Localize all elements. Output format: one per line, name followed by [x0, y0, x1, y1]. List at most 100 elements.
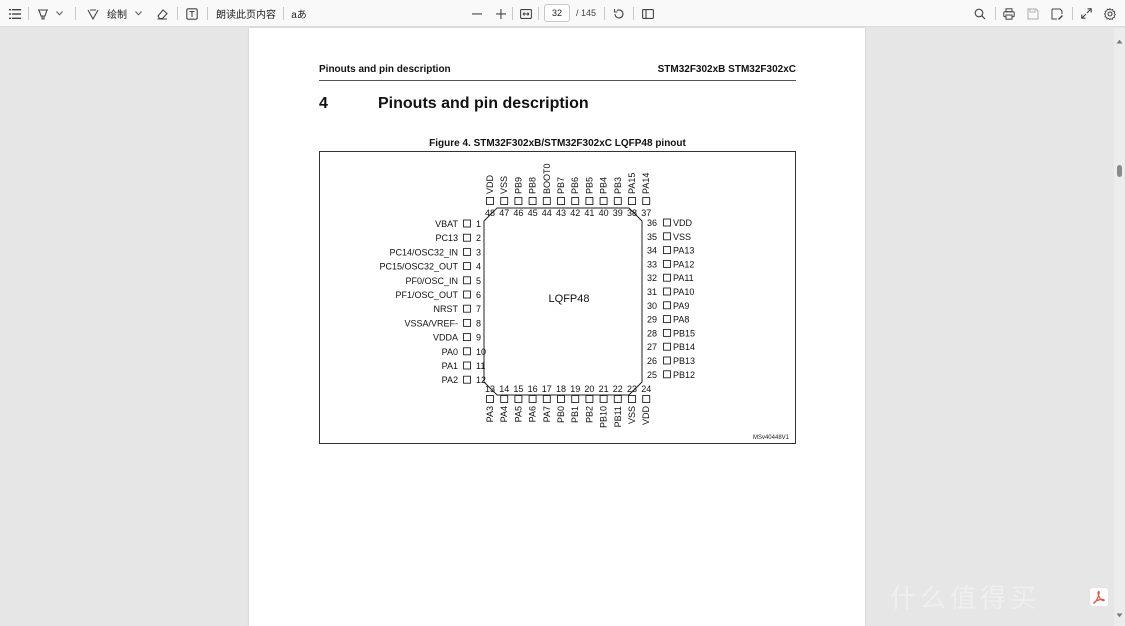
pin-number: 2	[476, 233, 481, 243]
running-header-right: STM32F302xB STM32F302xC	[657, 64, 796, 75]
highlighter-icon[interactable]	[34, 0, 52, 27]
pin-pad	[628, 197, 636, 205]
pin-pad	[599, 197, 608, 205]
pin-pad	[500, 197, 509, 205]
pin-name: PA10	[673, 287, 694, 297]
pin-number: 18	[556, 384, 566, 394]
pin-name: VSS	[673, 232, 691, 242]
chevron-down-icon[interactable]	[133, 0, 143, 27]
pin-number: 47	[499, 208, 509, 218]
print-icon[interactable]	[1001, 0, 1017, 27]
toolbar-separator	[75, 7, 76, 20]
pin-number: 19	[570, 384, 580, 394]
pin-pad	[463, 375, 471, 384]
pin-name: PA15	[627, 173, 637, 194]
save-as-icon[interactable]	[1049, 0, 1065, 27]
pin-number: 12	[476, 375, 486, 385]
pin-name: PB13	[673, 356, 695, 366]
pin-name: PA14	[641, 173, 651, 194]
eraser-icon[interactable]	[153, 0, 171, 27]
chip-body	[483, 207, 643, 396]
pin-pad	[557, 197, 565, 205]
pin-pad	[613, 197, 622, 205]
pin-number: 33	[647, 259, 657, 269]
pin-pad	[514, 197, 523, 205]
toolbar-separator	[633, 7, 634, 20]
pin-name: PB15	[673, 328, 695, 338]
pin-name: PA5	[513, 406, 523, 422]
pdf-icon[interactable]	[1090, 588, 1108, 606]
pin-pad	[463, 290, 471, 299]
toolbar-separator	[207, 7, 208, 20]
pin-name: VDD	[641, 406, 651, 426]
scroll-down-icon[interactable]	[1116, 605, 1123, 623]
pin-number: 6	[476, 290, 481, 300]
pin-name: PA7	[542, 406, 552, 422]
pin-name: PB5	[584, 177, 594, 194]
vertical-scrollbar[interactable]	[1114, 28, 1125, 626]
pin-number: 5	[476, 276, 481, 286]
rotate-icon[interactable]	[611, 0, 627, 27]
pin-name: PA3	[485, 406, 495, 422]
toolbar-separator	[604, 7, 605, 20]
pin-pad	[642, 197, 651, 205]
save-icon[interactable]	[1025, 0, 1041, 27]
pin-number: 36	[647, 218, 657, 228]
pin-pad	[663, 273, 671, 282]
header-rule	[319, 80, 796, 81]
pin-pad	[663, 259, 671, 268]
pin-name: PB1	[570, 406, 580, 423]
pin-pad	[528, 395, 537, 403]
pin-name: PB2	[584, 406, 594, 423]
list-icon[interactable]	[6, 0, 24, 27]
minus-icon[interactable]	[470, 0, 484, 27]
pin-pad	[528, 197, 537, 205]
pin-number: 40	[599, 208, 609, 218]
scrollbar-thumb[interactable]	[1117, 165, 1122, 177]
pin-number: 37	[641, 208, 651, 218]
text-box-icon[interactable]	[183, 0, 201, 27]
pin-name: PA13	[673, 246, 694, 256]
pin-name: PB8	[528, 177, 538, 194]
pin-name: PB12	[673, 370, 695, 380]
section-number: 4	[319, 95, 328, 112]
search-icon[interactable]	[972, 0, 988, 27]
chevron-down-icon[interactable]	[54, 0, 64, 27]
scroll-up-icon[interactable]	[1116, 31, 1123, 49]
pin-name: PF1/OSC_OUT	[395, 290, 458, 300]
pin-number: 45	[528, 208, 538, 218]
pin-pad	[514, 395, 523, 403]
pin-pad	[642, 395, 651, 403]
pin-pad	[542, 395, 551, 403]
read-aloud-button[interactable]: 朗读此页内容	[216, 10, 276, 21]
gear-icon[interactable]	[1102, 0, 1118, 27]
pin-number: 35	[647, 232, 657, 242]
toolbar-separator	[512, 7, 513, 20]
pin-pad	[463, 333, 471, 342]
pin-pad	[463, 318, 471, 327]
draw-icon[interactable]	[84, 0, 102, 27]
fit-width-icon[interactable]	[517, 0, 534, 27]
pin-pad	[585, 395, 594, 403]
pin-name: PB9	[513, 177, 523, 194]
draw-label[interactable]: 绘制	[107, 10, 127, 21]
pin-name: PC15/OSC32_OUT	[379, 262, 458, 272]
pin-number: 16	[528, 384, 538, 394]
pin-number: 28	[647, 328, 657, 338]
plus-icon[interactable]	[494, 0, 508, 27]
pin-number: 41	[584, 208, 594, 218]
pin-pad	[463, 247, 471, 256]
page-number-input[interactable]	[544, 4, 570, 22]
pin-number: 21	[599, 384, 609, 394]
pin-pad	[663, 328, 671, 337]
pin-pad	[571, 197, 580, 205]
pin-name: PC14/OSC32_IN	[389, 247, 458, 257]
page-view-icon[interactable]	[640, 0, 656, 27]
text-options-button[interactable]: aあ	[291, 10, 307, 21]
expand-icon[interactable]	[1078, 0, 1094, 27]
pin-number: 20	[584, 384, 594, 394]
pin-name: VDDA	[433, 333, 458, 343]
pin-number: 17	[542, 384, 552, 394]
